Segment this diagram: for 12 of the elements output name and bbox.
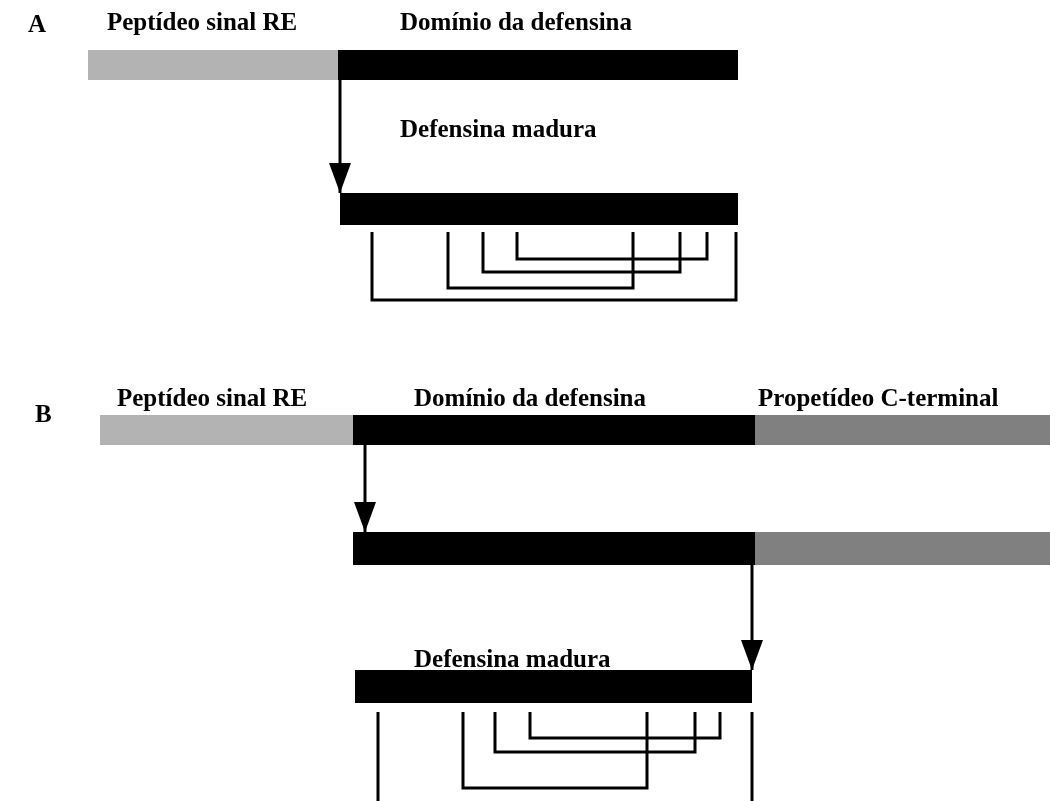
arrow bbox=[354, 445, 376, 532]
segment-heading: Defensina madura bbox=[400, 115, 597, 143]
arrow bbox=[329, 80, 351, 193]
segment-heading: Peptídeo sinal RE bbox=[117, 384, 308, 412]
segment-heading: Defensina madura bbox=[414, 645, 611, 673]
segment-heading: Domínio da defensina bbox=[400, 8, 632, 36]
panel-letter: A bbox=[28, 10, 47, 38]
segment-heading: Propetídeo C-terminal bbox=[758, 384, 999, 412]
segment-heading: Peptídeo sinal RE bbox=[107, 8, 298, 36]
arrow bbox=[741, 565, 763, 670]
panel-letter: B bbox=[35, 400, 52, 428]
segment-heading: Domínio da defensina bbox=[414, 384, 646, 412]
